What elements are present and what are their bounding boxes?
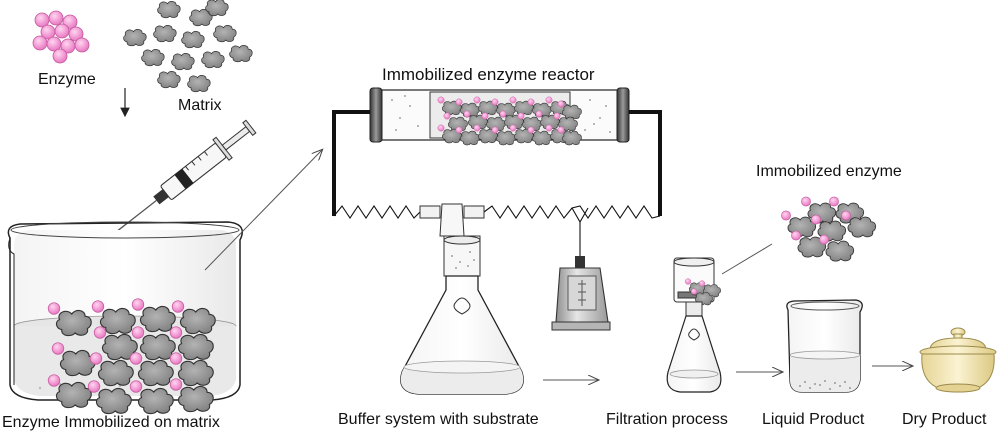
desiccator-icon bbox=[919, 327, 997, 393]
matrix-particles-icon bbox=[123, 0, 253, 93]
beaker-caption: Enzyme Immobilized on matrix bbox=[2, 414, 220, 431]
filtration-caption: Filtration process bbox=[606, 411, 728, 428]
enzyme-label: Enzyme bbox=[38, 71, 96, 88]
syringe-icon bbox=[110, 119, 257, 237]
liquid-caption: Liquid Product bbox=[762, 411, 865, 428]
filter-funnel-icon bbox=[666, 257, 722, 393]
dry-caption: Dry Product bbox=[902, 411, 987, 428]
enzyme-cluster-icon bbox=[32, 10, 90, 64]
callout-line bbox=[721, 243, 773, 275]
liquid-product-beaker-icon bbox=[786, 299, 863, 393]
beaker-icon bbox=[7, 221, 243, 414]
process-arrow-icon bbox=[204, 150, 322, 271]
matrix-label: Matrix bbox=[178, 97, 222, 114]
peristaltic-pump-icon bbox=[551, 256, 611, 331]
immobilized-enzyme-cluster-icon bbox=[781, 197, 875, 261]
reactor-label: Immobilized enzyme reactor bbox=[382, 65, 595, 84]
erlenmeyer-flask-icon bbox=[400, 203, 524, 395]
immobilized-enzyme-label: Immobilized enzyme bbox=[756, 163, 902, 180]
reactor-column-icon bbox=[369, 87, 630, 145]
buffer-caption: Buffer system with substrate bbox=[338, 411, 539, 428]
tubing-icon bbox=[332, 110, 662, 256]
